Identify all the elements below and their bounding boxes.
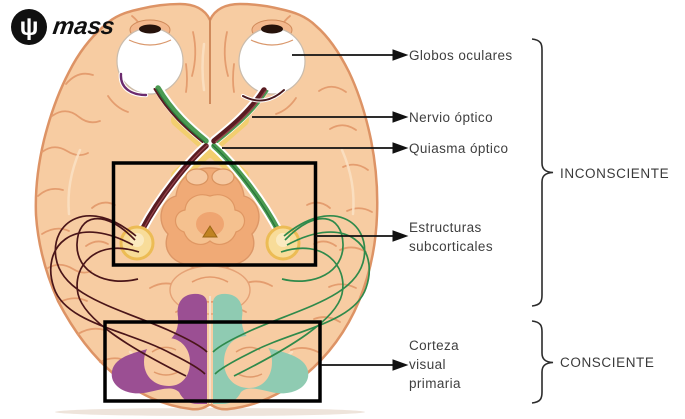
logo: ψ mass	[11, 9, 131, 49]
optic-radiations-left	[49, 215, 208, 377]
brain-shadow	[55, 408, 365, 416]
logo-text: mass	[51, 13, 117, 40]
eyeball-right	[238, 19, 306, 95]
label-nervio-optico: Nervio óptico	[409, 110, 493, 125]
highlight-box-cortex	[103, 320, 322, 403]
group-braces	[531, 38, 554, 404]
label-inconsciente: INCONSCIENTE	[560, 166, 670, 181]
pupil-left	[139, 24, 161, 34]
highlight-box-subcortical	[111, 161, 318, 267]
pointer-arrows	[222, 49, 409, 371]
brace-consciente	[531, 320, 554, 404]
label-corteza-visual-primaria: Corteza visual primaria	[409, 338, 461, 391]
label-estructuras-subcorticales: Estructuras subcorticales	[409, 220, 493, 254]
brace-inconsciente	[531, 38, 554, 307]
label-consciente: CONSCIENTE	[560, 355, 655, 370]
psi-symbol: ψ	[19, 12, 39, 41]
central-marker	[202, 225, 218, 238]
eyeball-left	[116, 19, 184, 95]
psi-logo-icon: ψ	[11, 9, 47, 45]
label-quiasma-optico: Quiasma óptico	[409, 141, 509, 156]
label-globos-oculares: Globos oculares	[409, 48, 513, 63]
pupil-right	[261, 24, 283, 34]
optic-nerves-tracts	[118, 71, 286, 235]
